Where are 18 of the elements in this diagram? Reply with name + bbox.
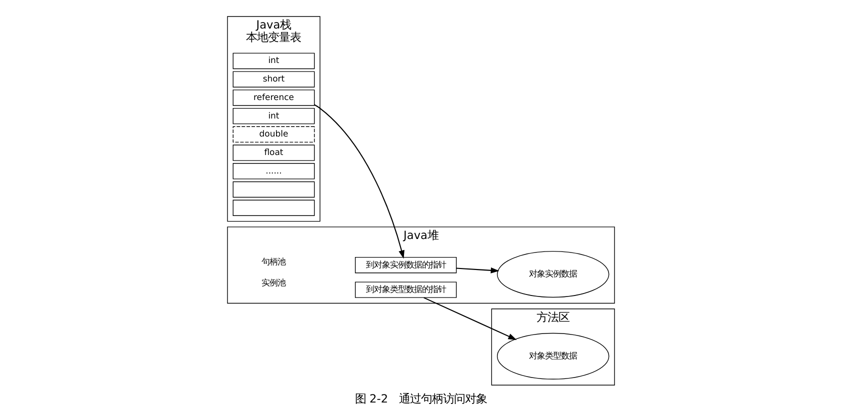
label: 实例池 (262, 278, 286, 288)
node-box: float (232, 144, 315, 161)
label: 句柄池 (262, 256, 286, 266)
node-box: double (232, 126, 315, 143)
node-box: short (232, 71, 315, 88)
caption: 图 2-2 通过句柄访问对象 (354, 392, 488, 406)
node-box (232, 181, 315, 198)
arrow (314, 104, 404, 259)
node-box: int (232, 108, 315, 124)
arrow (456, 267, 500, 274)
node-box: int (232, 52, 315, 70)
node-box: ...... (232, 163, 315, 180)
node-box: 到对象实例数据的指针 (354, 256, 457, 274)
arrow (424, 297, 517, 340)
node-box (232, 200, 315, 216)
node-box: 到对象类型数据的指针 (354, 282, 457, 298)
node-ellipse: 对象实例数据 (496, 250, 610, 298)
node-box: reference (232, 90, 315, 106)
